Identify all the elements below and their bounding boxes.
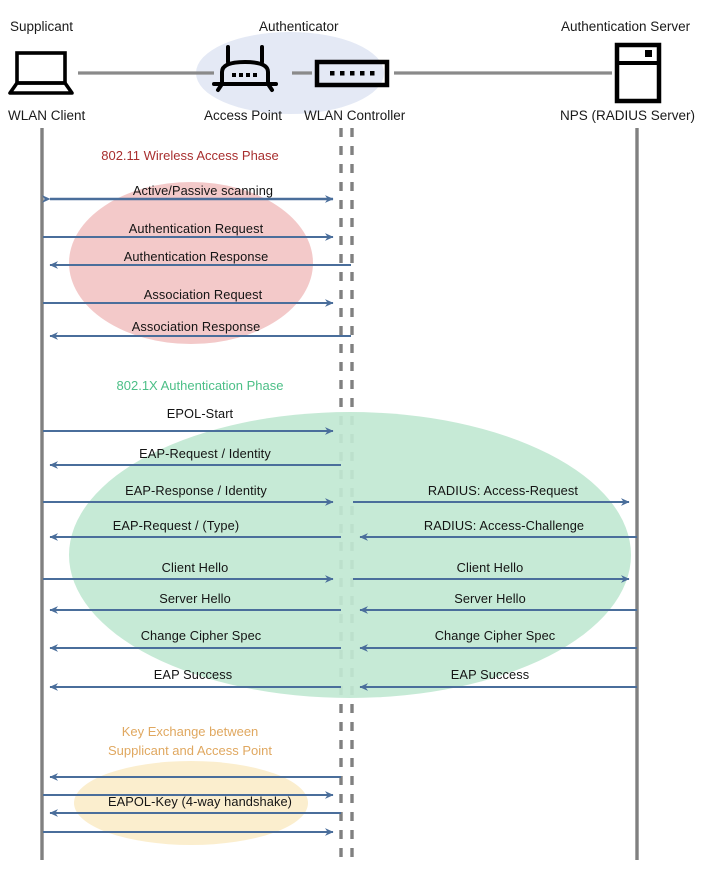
message-label-eapol-start: EPOL-Start [166, 406, 234, 421]
message-label-eap-success-left: EAP Success [153, 667, 233, 682]
laptop-icon [8, 51, 74, 95]
message-label-eap-request-type: EAP-Request / (Type) [112, 518, 240, 533]
phase-title-key-exchange-line1: Key Exchange between [121, 724, 259, 739]
message-label-server-hello-right: Server Hello [454, 591, 526, 606]
actor-name-nps: NPS (RADIUS Server) [560, 108, 696, 123]
actor-name-access-point: Access Point [204, 108, 283, 123]
message-label-authentication-request: Authentication Request [128, 221, 264, 236]
message-label-eap-response-identity: EAP-Response / Identity [125, 483, 267, 498]
actor-role-authenticator: Authenticator [259, 19, 339, 34]
message-label-eap-request-identity: EAP-Request / Identity [139, 446, 271, 461]
authenticator-group-ellipse [196, 32, 384, 114]
message-label-change-cipher-spec-left: Change Cipher Spec [140, 628, 262, 643]
phase-title-key-exchange-line2: Supplicant and Access Point [107, 743, 273, 758]
phase-title-802-11: 802.11 Wireless Access Phase [101, 148, 279, 163]
message-label-eap-success-right: EAP Success [450, 667, 530, 682]
message-label-client-hello-left: Client Hello [161, 560, 229, 575]
message-label-radius-access-request: RADIUS: Access-Request [427, 483, 579, 498]
message-label-authentication-response: Authentication Response [123, 249, 269, 264]
actor-name-wlan-controller: WLAN Controller [304, 108, 406, 123]
server-tower-icon [614, 42, 662, 104]
message-label-client-hello-right: Client Hello [456, 560, 524, 575]
message-label-association-response: Association Response [131, 319, 261, 334]
message-label-change-cipher-spec-right: Change Cipher Spec [434, 628, 556, 643]
message-label-association-request: Association Request [143, 287, 263, 302]
phase-key-exchange-ellipse [74, 761, 308, 845]
phase-802-1x-ellipse [69, 412, 631, 698]
wireless-router-icon [212, 45, 278, 92]
phase-title-802-1x: 802.1X Authentication Phase [116, 378, 284, 393]
actor-role-supplicant: Supplicant [10, 19, 74, 34]
message-label-radius-access-challenge: RADIUS: Access-Challenge [423, 518, 585, 533]
actor-role-auth-server: Authentication Server [561, 19, 691, 34]
message-label-active-passive-scanning: Active/Passive scanning [132, 183, 274, 198]
network-switch-icon [314, 59, 390, 88]
message-label-server-hello-left: Server Hello [159, 591, 231, 606]
message-label-eapol-key: EAPOL-Key (4-way handshake) [107, 794, 293, 809]
actor-name-wlan-client: WLAN Client [8, 108, 86, 123]
